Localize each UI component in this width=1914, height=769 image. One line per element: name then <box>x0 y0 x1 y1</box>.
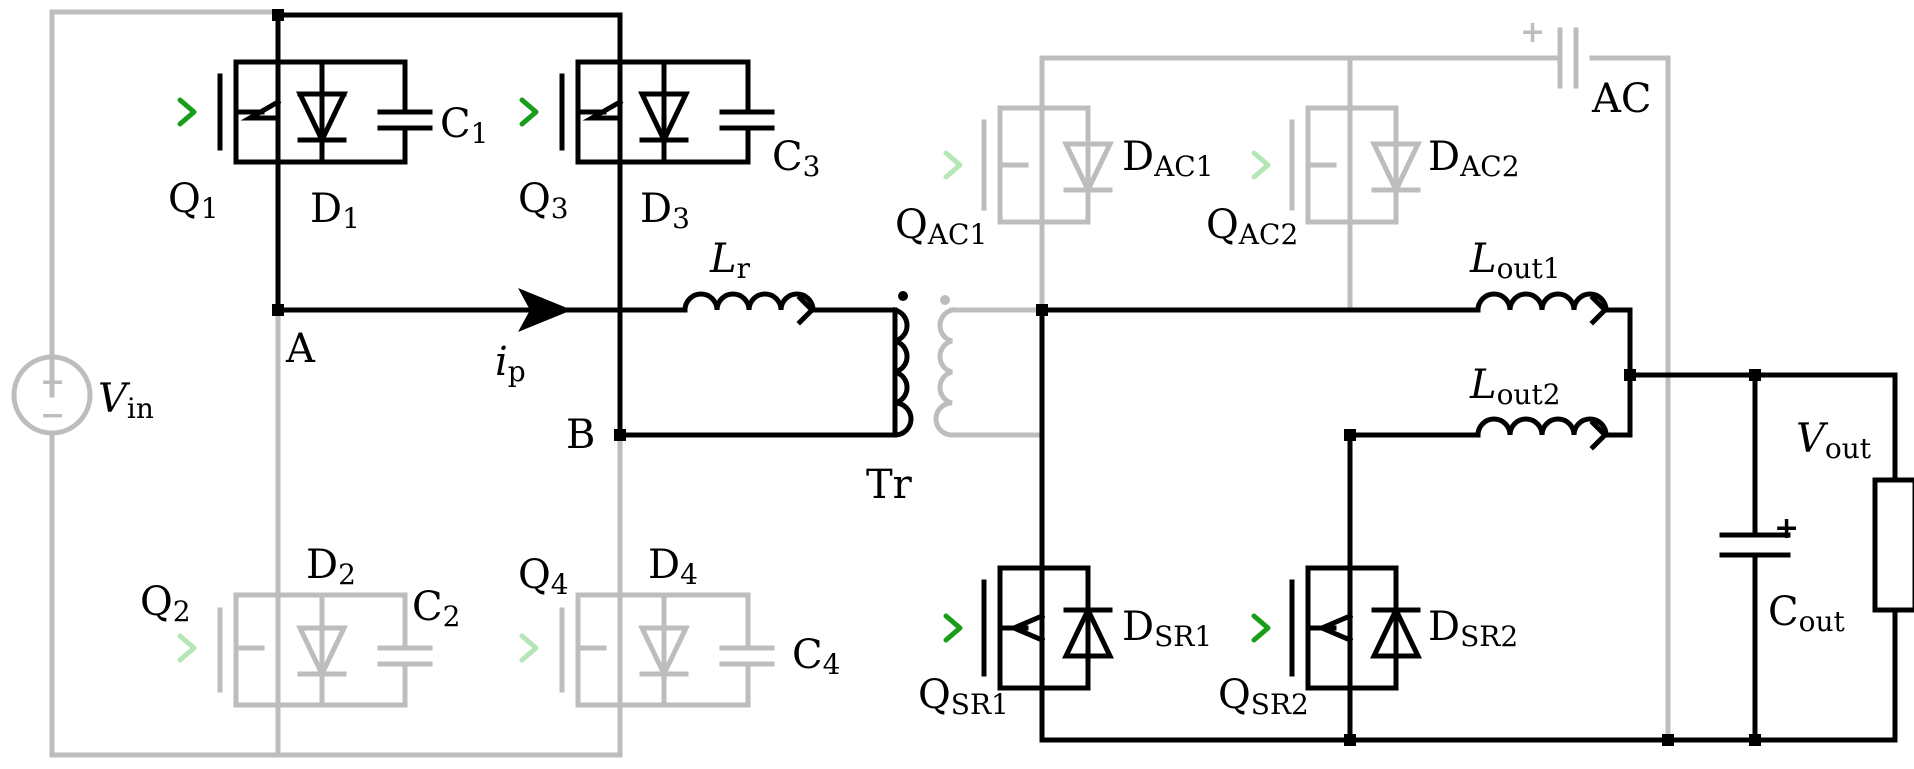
label-qac1: QAC1 <box>895 202 987 251</box>
label-d2: D2 <box>306 542 356 591</box>
primary-dot <box>898 291 908 301</box>
label-d3: D3 <box>640 186 690 235</box>
label-dsr1: DSR1 <box>1122 604 1212 653</box>
resonant-inductor-lr <box>682 291 898 326</box>
label-q3: Q3 <box>518 176 569 225</box>
q3-d3-c3 <box>582 59 775 165</box>
label-vout: Vout <box>1796 416 1872 465</box>
qsr2-gate-arrow <box>1251 613 1271 643</box>
vin-plus-sign: + <box>40 365 65 400</box>
label-cout: Cout <box>1768 589 1846 638</box>
active-clamp-inactive: + <box>981 15 1671 743</box>
label-d4: D4 <box>648 542 698 591</box>
label-vin: Vin <box>98 376 154 425</box>
full-bridge-inactive <box>217 307 775 758</box>
label-lout2: Lout2 <box>1469 362 1561 411</box>
label-tr: Tr <box>866 462 913 508</box>
label-ac: AC <box>1591 76 1652 122</box>
q2-gate-arrow <box>177 633 197 663</box>
label-node-b: B <box>566 412 595 458</box>
q1-d1-c1 <box>240 59 433 165</box>
label-c3: C3 <box>772 134 820 183</box>
label-d1: D1 <box>310 186 360 235</box>
label-dac1: DAC1 <box>1122 134 1214 183</box>
input-source: + − <box>11 9 281 758</box>
qac1-gate-arrow <box>943 150 963 180</box>
label-q1: Q1 <box>168 176 219 225</box>
label-lr: Lr <box>709 236 751 285</box>
label-c2: C2 <box>412 584 460 633</box>
qsr1-gate-arrow <box>943 613 963 643</box>
q4-gate-arrow <box>519 633 539 663</box>
secondary-dot <box>940 295 950 305</box>
q3-gate-arrow <box>519 97 539 127</box>
junction-dots <box>272 9 1761 746</box>
ip-current-arrow <box>518 288 572 332</box>
label-q4: Q4 <box>518 552 569 601</box>
cout-plus-sign: + <box>1774 511 1799 546</box>
label-dac2: DAC2 <box>1428 134 1520 183</box>
label-qsr1: QSR1 <box>918 672 1009 721</box>
label-node-a: A <box>285 326 316 372</box>
label-qac2: QAC2 <box>1206 202 1298 251</box>
transformer <box>891 291 1045 438</box>
q1-gate-arrow <box>177 97 197 127</box>
qac2-gate-arrow <box>1251 150 1271 180</box>
secondary-active <box>981 291 1914 743</box>
label-dsr2: DSR2 <box>1428 604 1518 653</box>
label-qsr2: QSR2 <box>1218 672 1309 721</box>
label-c1: C1 <box>440 101 488 150</box>
ac-cap-plus: + <box>1520 15 1545 50</box>
label-ip: ip <box>495 339 526 388</box>
label-q2: Q2 <box>140 579 191 628</box>
vin-minus-sign: − <box>40 398 65 433</box>
label-c4: C4 <box>792 632 840 681</box>
label-lout1: Lout1 <box>1469 236 1561 285</box>
